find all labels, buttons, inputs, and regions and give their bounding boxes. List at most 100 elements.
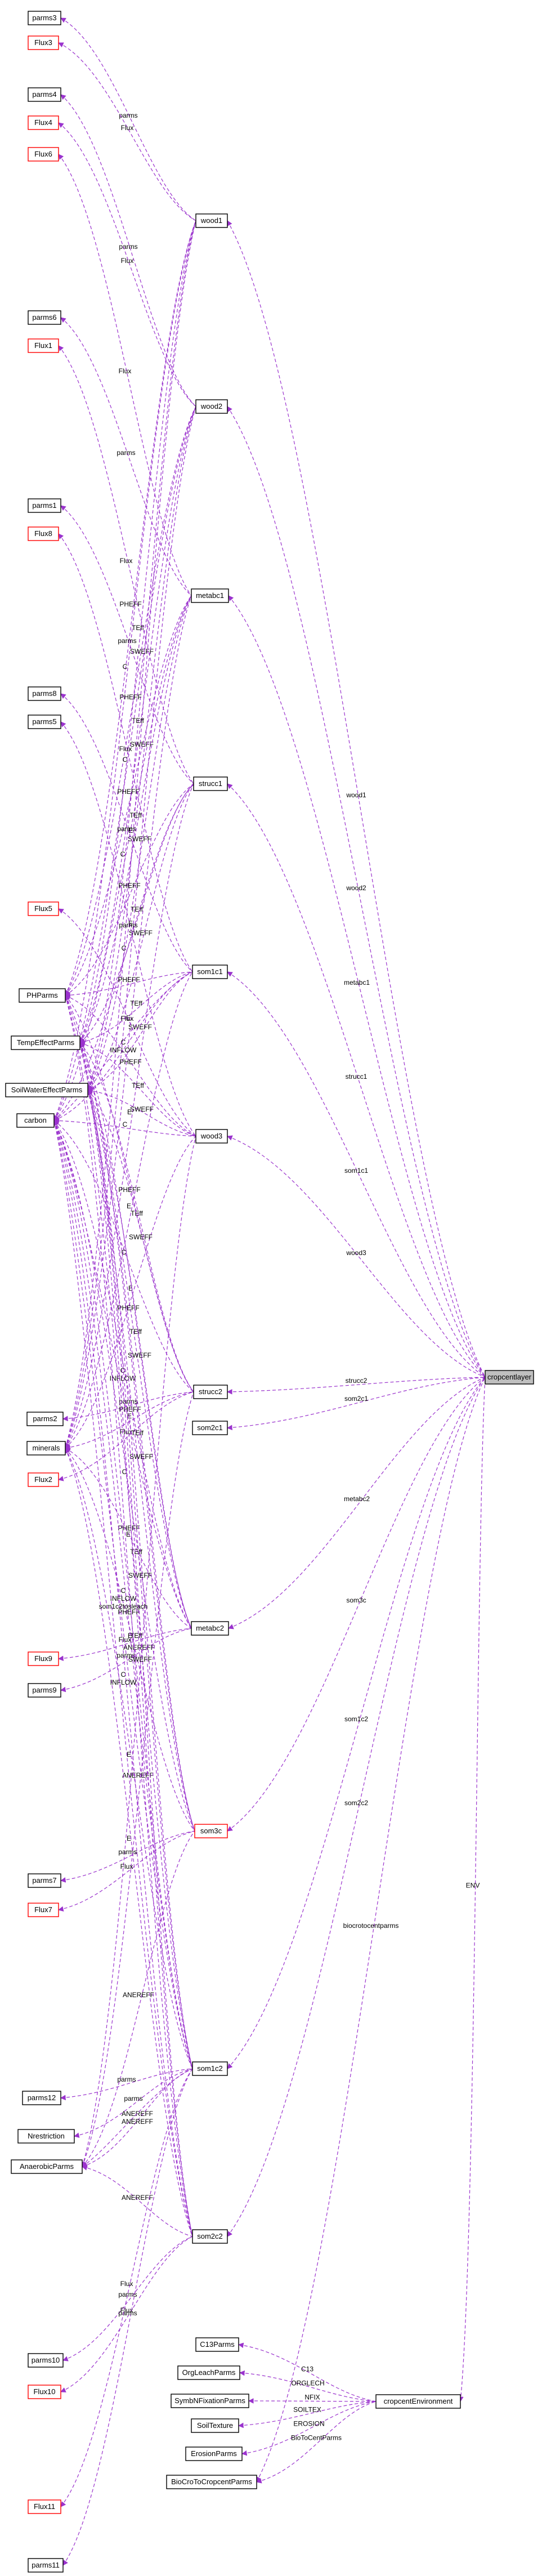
node-som2c1[interactable]: som2c1	[192, 1421, 228, 1435]
node-box	[28, 11, 61, 25]
node-BioCroToCropcentParms[interactable]: BioCroToCropcentParms	[166, 2475, 257, 2489]
node-ErosionParms[interactable]: ErosionParms	[185, 2446, 243, 2461]
node-OrgLeachParms[interactable]: OrgLeachParms	[177, 2365, 240, 2380]
node-som3c[interactable]: som3c	[194, 1824, 228, 1838]
node-SymbNFixationParms[interactable]: SymbNFixationParms	[171, 2394, 249, 2408]
edge-minerals-to-som2c2	[65, 1448, 193, 2237]
node-metabc1[interactable]: metabc1	[191, 588, 229, 603]
edge-AnaerobicParms-to-strucc2	[81, 1391, 194, 2167]
edge-SoilWaterEffectParms-to-wood2	[87, 406, 196, 1091]
node-wood1[interactable]: wood1	[195, 213, 228, 228]
node-label: Nrestriction	[28, 2132, 65, 2140]
node-label: minerals	[32, 1444, 60, 1452]
edge-label: SOILTEX	[293, 2406, 321, 2414]
edge-parms12-to-som1c2	[60, 2068, 193, 2101]
node-Flux2[interactable]: Flux2	[28, 1472, 59, 1487]
node-parms2[interactable]: parms2	[26, 1412, 64, 1426]
edge-AnaerobicParms-to-som2c2	[82, 2165, 193, 2237]
edge-label: parms	[117, 449, 135, 457]
edge-label: wood2	[346, 884, 366, 892]
node-Flux9[interactable]: Flux9	[28, 1651, 59, 1666]
node-label: som2c2	[197, 2232, 223, 2240]
node-label: ErosionParms	[191, 2449, 237, 2458]
node-Flux4[interactable]: Flux4	[28, 115, 59, 130]
node-parms10[interactable]: parms10	[28, 2353, 64, 2368]
node-som1c1[interactable]: som1c1	[192, 965, 228, 979]
node-carbon[interactable]: carbon	[16, 1113, 55, 1128]
node-wood3[interactable]: wood3	[195, 1129, 228, 1144]
node-metabc2[interactable]: metabc2	[191, 1621, 229, 1636]
node-box	[185, 2446, 243, 2461]
node-box	[171, 2394, 249, 2408]
edge-label: ANEREFF	[122, 2194, 153, 2202]
edge-label: ANEREFF	[122, 1771, 154, 1779]
edge-label: C	[122, 1468, 127, 1476]
node-label: som3c	[200, 1827, 222, 1835]
node-parms9[interactable]: parms9	[28, 1683, 61, 1698]
edge-label: SWEFF	[128, 1655, 152, 1663]
edge-label: PHEFF	[119, 1058, 141, 1066]
node-label: parms12	[28, 2093, 56, 2102]
node-parms1[interactable]: parms1	[28, 498, 61, 513]
node-parms8[interactable]: parms8	[28, 686, 61, 701]
node-SoilWaterEffectParms[interactable]: SoilWaterEffectParms	[5, 1083, 88, 1097]
node-parms6[interactable]: parms6	[28, 310, 61, 325]
edge-label: C	[123, 663, 128, 671]
node-box	[195, 399, 228, 414]
node-C13Parms[interactable]: C13Parms	[195, 2337, 239, 2352]
node-Flux6[interactable]: Flux6	[28, 147, 59, 162]
edge-PHParms-to-som1c1	[65, 971, 193, 998]
edge-TempEffectParms-to-som3c	[79, 1042, 195, 1832]
node-som2c2[interactable]: som2c2	[192, 2229, 228, 2244]
node-parms5[interactable]: parms5	[28, 715, 61, 729]
node-box	[28, 686, 61, 701]
edge-SoilWaterEffectParms-to-wood3	[87, 1088, 196, 1137]
node-parms12[interactable]: parms12	[22, 2091, 61, 2105]
node-box	[11, 2159, 83, 2174]
node-Flux10[interactable]: Flux10	[28, 2385, 61, 2399]
node-SoilTexture[interactable]: SoilTexture	[191, 2418, 239, 2433]
node-label: OrgLeachParms	[182, 2368, 236, 2377]
node-box	[28, 1472, 59, 1487]
node-Flux7[interactable]: Flux7	[28, 1903, 59, 1917]
node-Flux11[interactable]: Flux11	[28, 2499, 61, 2514]
node-box	[195, 213, 228, 228]
node-PHParms[interactable]: PHParms	[19, 988, 66, 1003]
edge-label: ANEREFF	[123, 1991, 154, 1999]
node-AnaerobicParms[interactable]: AnaerobicParms	[11, 2159, 83, 2174]
node-Flux5[interactable]: Flux5	[28, 901, 59, 916]
edge-label: C	[123, 1120, 128, 1128]
edge-parms11-to-som1c2	[62, 2068, 193, 2566]
node-box	[28, 338, 59, 353]
node-parms3[interactable]: parms3	[28, 11, 61, 25]
node-label: Flux5	[34, 904, 52, 913]
node-cropcentEnvironment[interactable]: cropcentEnvironment	[375, 2394, 461, 2409]
node-label: Flux4	[34, 118, 52, 127]
node-strucc1[interactable]: strucc1	[193, 776, 228, 791]
node-Nrestriction[interactable]: Nrestriction	[17, 2129, 75, 2144]
edge-minerals-to-strucc2	[65, 1391, 194, 1450]
edge-PHParms-to-metabc1	[65, 595, 192, 996]
edge-label: E	[127, 1108, 132, 1116]
node-parms7[interactable]: parms7	[28, 1873, 61, 1888]
edge-label: som1c2	[344, 1715, 368, 1723]
edge-C13Parms-to-cropcentEnvironment	[238, 2342, 377, 2402]
node-parms4[interactable]: parms4	[28, 87, 61, 102]
node-minerals[interactable]: minerals	[26, 1441, 66, 1456]
edge-label: NFIX	[304, 2394, 320, 2401]
node-label: carbon	[24, 1116, 47, 1124]
node-Flux8[interactable]: Flux8	[28, 526, 59, 541]
node-wood2[interactable]: wood2	[195, 399, 228, 414]
node-cropcentlayer[interactable]: cropcentlayer	[485, 1370, 534, 1385]
edge-som1c1-to-cropcentlayer	[227, 971, 486, 1378]
edge-Flux11-to-som1c2	[60, 2068, 193, 2507]
node-parms11[interactable]: parms11	[28, 2558, 64, 2573]
node-Flux3[interactable]: Flux3	[28, 35, 59, 50]
node-TempEffectParms[interactable]: TempEffectParms	[11, 1035, 80, 1050]
node-Flux1[interactable]: Flux1	[28, 338, 59, 353]
node-som1c2[interactable]: som1c2	[192, 2061, 228, 2076]
node-strucc2[interactable]: strucc2	[193, 1385, 228, 1399]
node-box	[177, 2365, 240, 2380]
edge-label: E	[127, 1202, 131, 1210]
